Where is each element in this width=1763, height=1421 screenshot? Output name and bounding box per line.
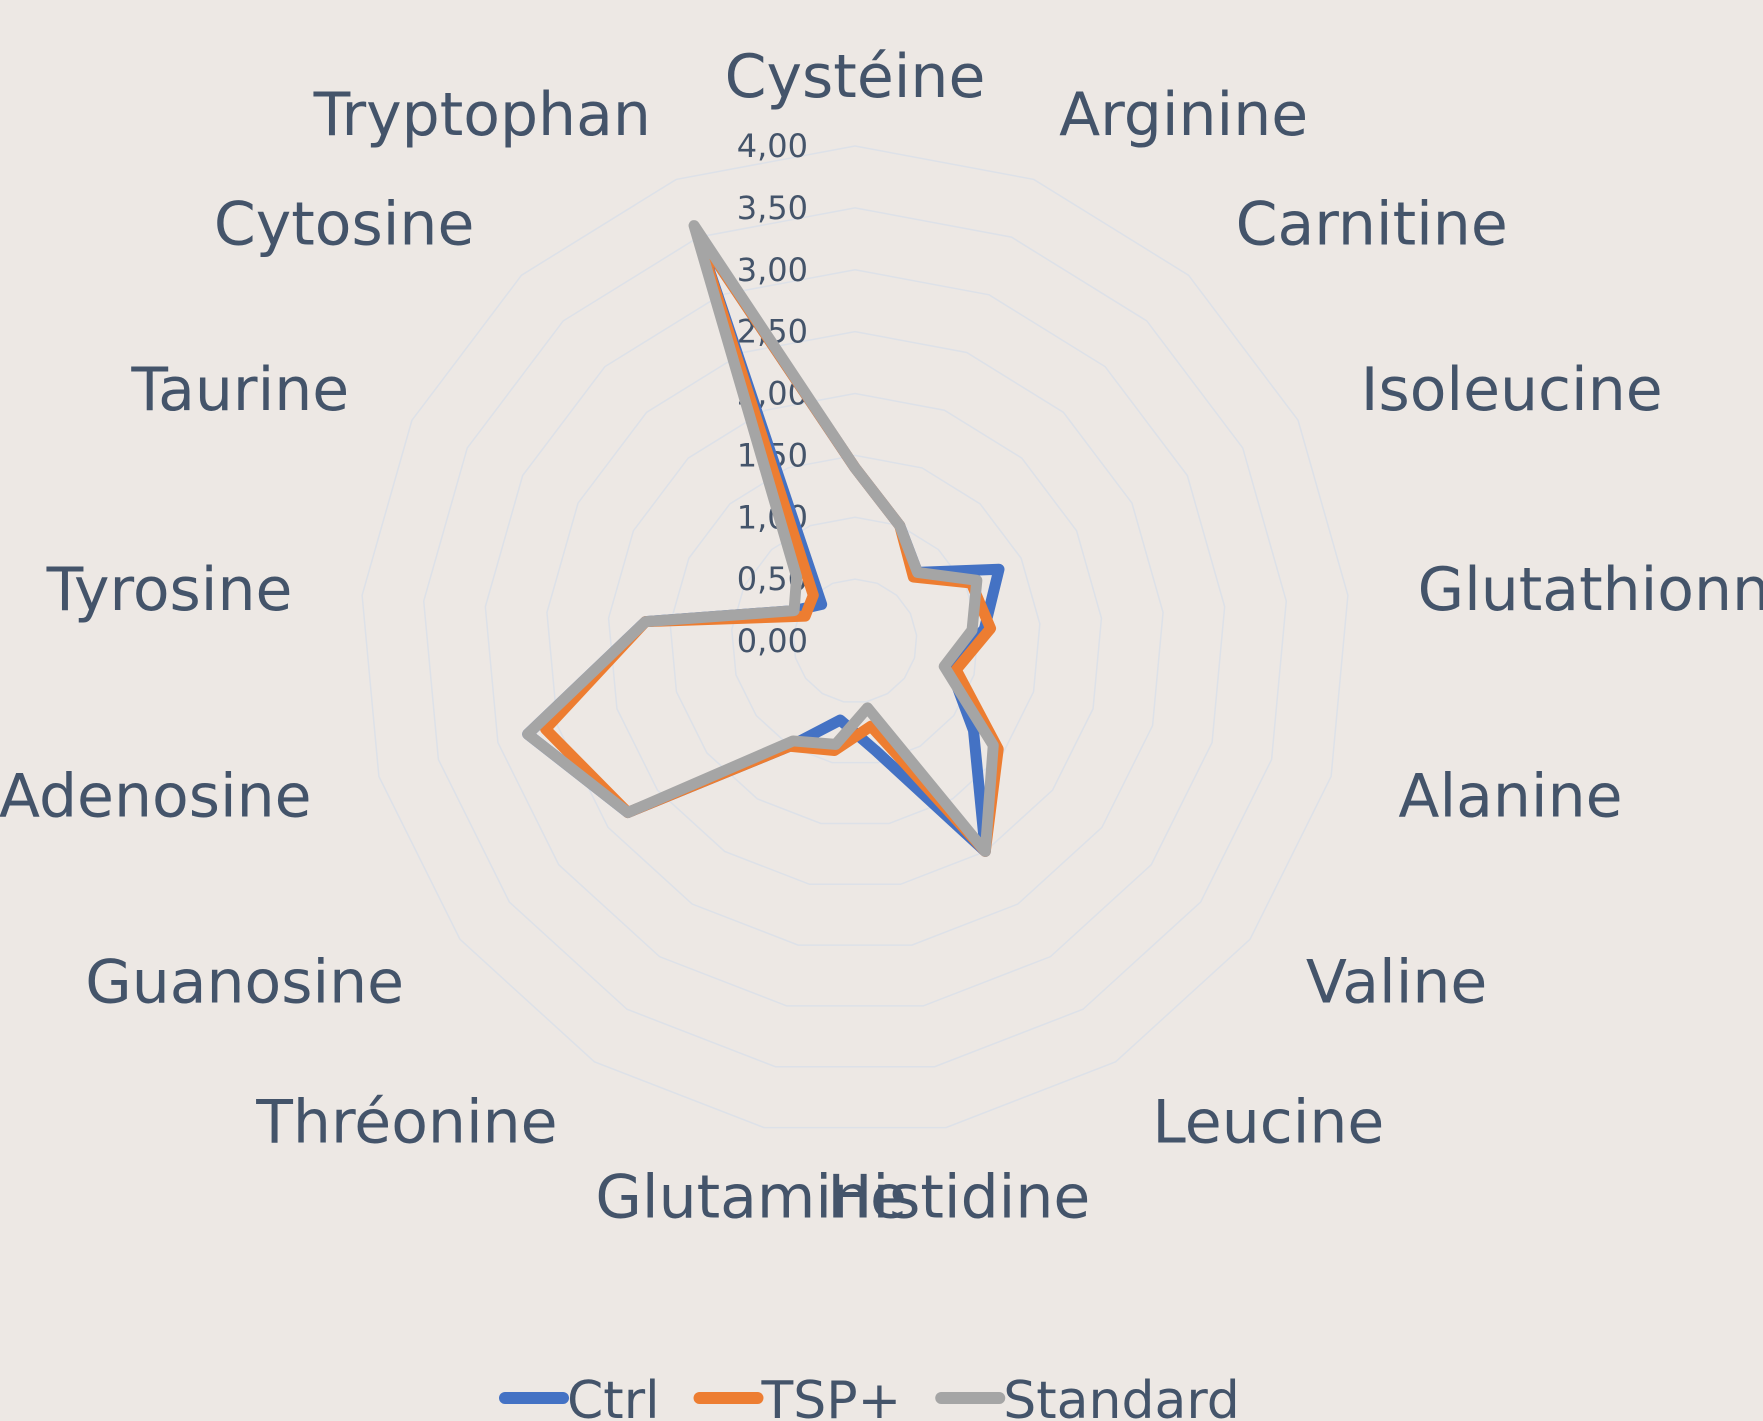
- grid-ring: [546, 330, 1164, 946]
- category-label: Alanine: [1398, 762, 1622, 832]
- category-label: Adenosine: [0, 762, 312, 832]
- grid-ring: [607, 392, 1103, 886]
- legend-label: TSP+: [761, 1371, 902, 1421]
- grid-ring: [422, 207, 1288, 1068]
- category-label: Carnitine: [1236, 189, 1508, 259]
- category-label: Arginine: [1059, 80, 1308, 150]
- grid-ring: [484, 268, 1226, 1007]
- data-series: [522, 220, 1005, 857]
- category-label: Cystéine: [725, 42, 986, 112]
- category-label: Tyrosine: [46, 555, 293, 625]
- category-label: Leucine: [1152, 1087, 1384, 1157]
- category-label: Thréonine: [255, 1087, 557, 1157]
- category-label: Valine: [1306, 947, 1487, 1017]
- series-standard: [522, 220, 999, 857]
- legend-label: Standard: [1003, 1371, 1240, 1421]
- tick-label: 3,50: [737, 189, 808, 227]
- category-labels: CystéineArginineCarnitineIsoleucineGluta…: [0, 42, 1763, 1232]
- category-label: Glutathionne: [1418, 555, 1763, 625]
- legend: Ctrl TSP+ Standard: [499, 1371, 1240, 1421]
- tick-label: 3,00: [737, 251, 808, 289]
- category-label: Isoleucine: [1361, 355, 1663, 425]
- category-label: Tryptophan: [313, 80, 651, 150]
- tick-label: 4,00: [737, 127, 808, 165]
- category-label: Taurine: [130, 355, 349, 425]
- category-label: Glutamine: [595, 1162, 907, 1232]
- grid-ring: [669, 454, 1041, 825]
- category-label: Cytosine: [214, 189, 475, 259]
- legend-label: Ctrl: [567, 1371, 660, 1421]
- tick-label: 0,00: [737, 622, 808, 660]
- radar-grid: [361, 145, 1349, 1129]
- category-label: Guanosine: [85, 947, 404, 1017]
- grid-ring: [361, 145, 1349, 1129]
- category-label: Histidine: [827, 1162, 1090, 1232]
